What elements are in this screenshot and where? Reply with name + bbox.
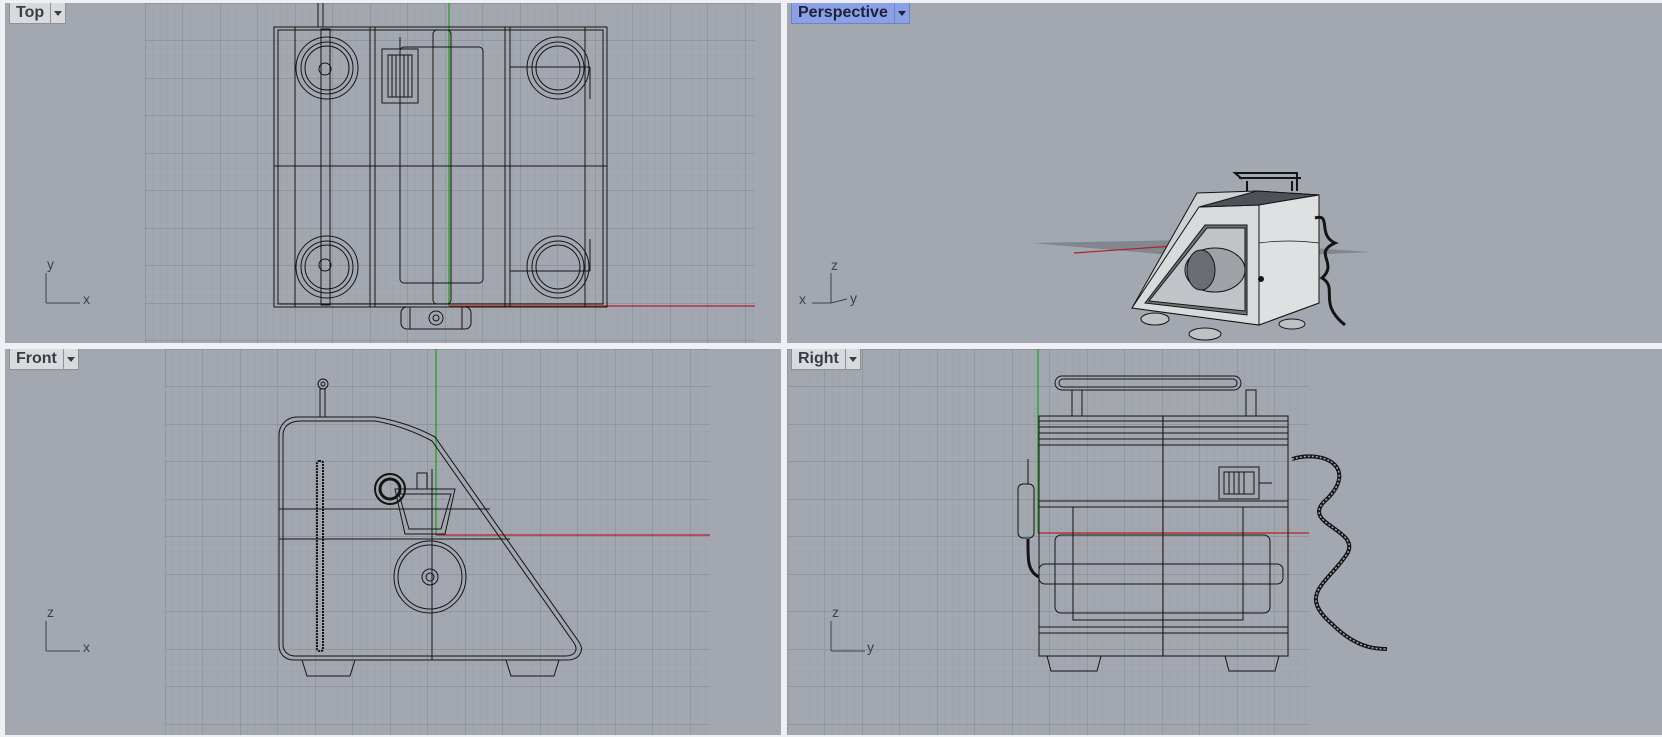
axis-label-horizontal: x: [83, 639, 90, 655]
chevron-down-icon[interactable]: [50, 3, 65, 23]
model-wireframe-front[interactable]: [278, 378, 582, 677]
viewport-label: Right: [798, 350, 839, 367]
viewport-tab-top[interactable]: Top: [9, 3, 67, 24]
right-view-canvas[interactable]: z y: [787, 349, 1662, 735]
chevron-down-icon[interactable]: [844, 349, 860, 369]
viewport-label: Perspective: [798, 4, 888, 21]
chevron-down-icon[interactable]: [893, 3, 909, 23]
viewport-label: Top: [16, 4, 45, 21]
viewport-tab-right[interactable]: Right: [791, 349, 861, 370]
viewport-tab-front[interactable]: Front: [9, 349, 79, 370]
axis-label-horizontal: y: [867, 639, 874, 655]
viewport-right[interactable]: Right: [787, 349, 1662, 735]
axis-triad: z x: [45, 604, 90, 655]
viewport-top[interactable]: Top: [5, 3, 781, 343]
model-wireframe-top[interactable]: [273, 3, 608, 330]
chevron-down-icon[interactable]: [62, 349, 78, 369]
viewport-tab-perspective[interactable]: Perspective: [791, 3, 910, 24]
axis-triad: z y: [830, 604, 874, 655]
axis-label-vertical: z: [831, 257, 838, 273]
axis-triad: y x: [45, 256, 90, 307]
axis-label-depth: y: [850, 290, 857, 306]
viewport-perspective[interactable]: Perspective: [787, 3, 1662, 343]
viewport-front[interactable]: Front: [5, 349, 781, 735]
top-view-canvas[interactable]: y x: [5, 3, 781, 343]
model-wireframe-right[interactable]: [1017, 375, 1388, 672]
axis-label-horizontal: x: [799, 291, 806, 307]
model-shaded-perspective[interactable]: [1131, 172, 1346, 341]
axis-label-vertical: z: [47, 604, 54, 620]
construction-grid: [787, 349, 1309, 735]
axis-label-vertical: z: [832, 604, 839, 620]
axis-label-horizontal: x: [83, 291, 90, 307]
axis-triad: z x y: [799, 257, 857, 307]
construction-grid: [145, 3, 755, 343]
viewport-label: Front: [16, 350, 57, 367]
axis-label-vertical: y: [47, 256, 54, 272]
perspective-view-canvas[interactable]: z x y: [787, 3, 1662, 343]
front-view-canvas[interactable]: z x: [5, 349, 781, 735]
